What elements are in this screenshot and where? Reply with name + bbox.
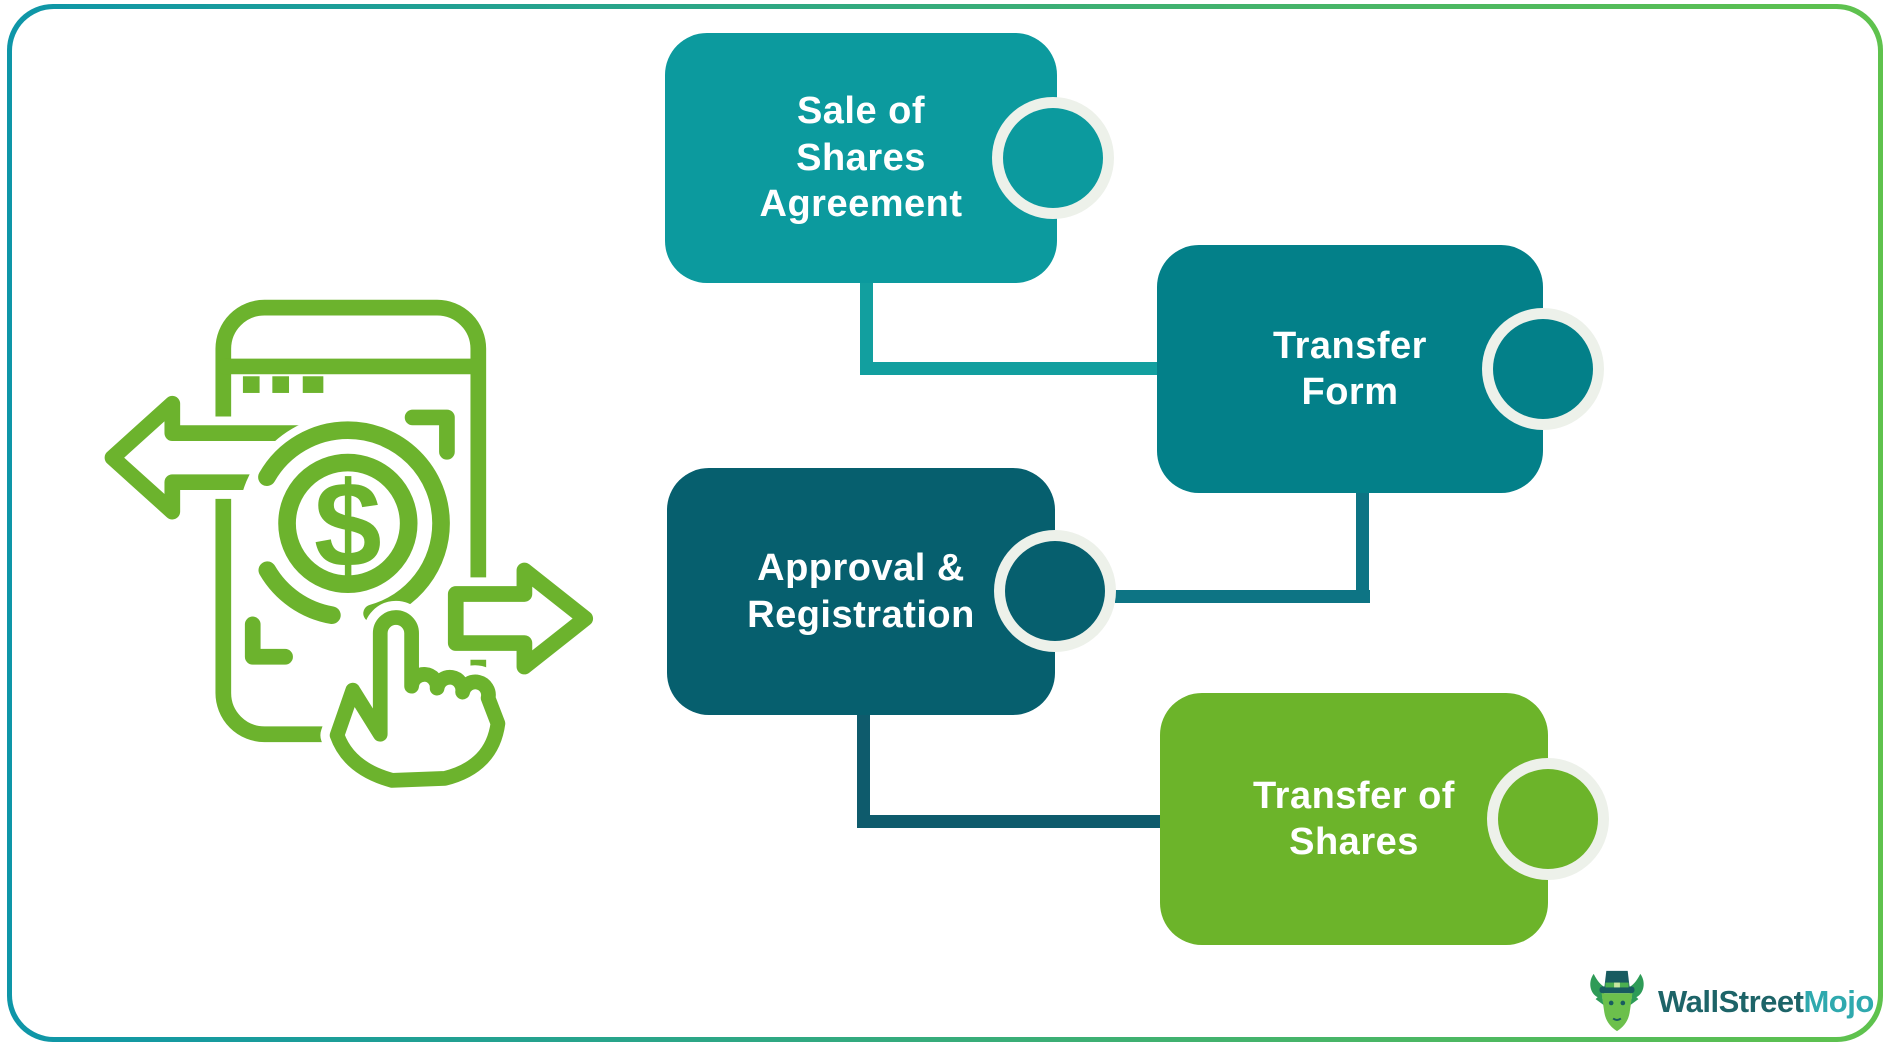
connector-step1-step2-horizontal [860, 362, 1158, 375]
step-node-circle-2 [1493, 319, 1593, 419]
connector-step1-step2-vertical [860, 282, 873, 375]
step-label-line: Registration [747, 593, 975, 636]
step-node-circle-1 [1003, 108, 1103, 208]
step-node-circle-4 [1498, 769, 1598, 869]
step-label-line: Form [1301, 371, 1399, 413]
corner-bracket-top-right [404, 409, 455, 460]
step-label-line: Sale of [796, 90, 926, 133]
brand-text-mojo: Mojo [1803, 984, 1874, 1019]
step-label-line: Agreement [759, 183, 963, 226]
connector-step3-step4-horizontal [857, 815, 1161, 828]
dollar-circle: $ [238, 413, 458, 634]
phone-menu-dots [242, 376, 324, 393]
step-box-transfer-of-shares: Transfer of Shares [1160, 693, 1548, 945]
wallstreetmojo-logo: WallStreetMojo [1586, 968, 1874, 1036]
connector-step2-step3-vertical [1356, 492, 1369, 603]
step-node-circle-3 [1005, 541, 1105, 641]
wallstreetmojo-bull-icon [1590, 970, 1644, 1032]
step-box-approval-registration: Approval & Registration [667, 468, 1055, 715]
connector-step2-step3-horizontal [1115, 590, 1370, 603]
right-arrow [439, 553, 602, 684]
step-label-line: Transfer [1273, 324, 1427, 367]
dollar-sign: $ [314, 457, 382, 593]
corner-bracket-bottom-left [244, 616, 293, 665]
wallstreetmojo-wordmark: WallStreetMojo [1658, 984, 1874, 1020]
step-label-line: Approval & [757, 547, 965, 590]
step-box-transfer-form: Transfer Form [1157, 245, 1543, 493]
mobile-money-transfer-icon: $ [85, 288, 602, 798]
connector-step3-step4-vertical [857, 714, 870, 828]
step-box-sale-of-shares-agreement: Sale of Shares Agreement [665, 33, 1057, 283]
pointing-hand-icon [320, 600, 515, 798]
brand-text-wallstreet: WallStreet [1658, 984, 1804, 1019]
step-label-line: Shares [796, 136, 926, 179]
step-label-line: Shares [1289, 821, 1419, 863]
step-label-line: Transfer of [1253, 774, 1455, 817]
